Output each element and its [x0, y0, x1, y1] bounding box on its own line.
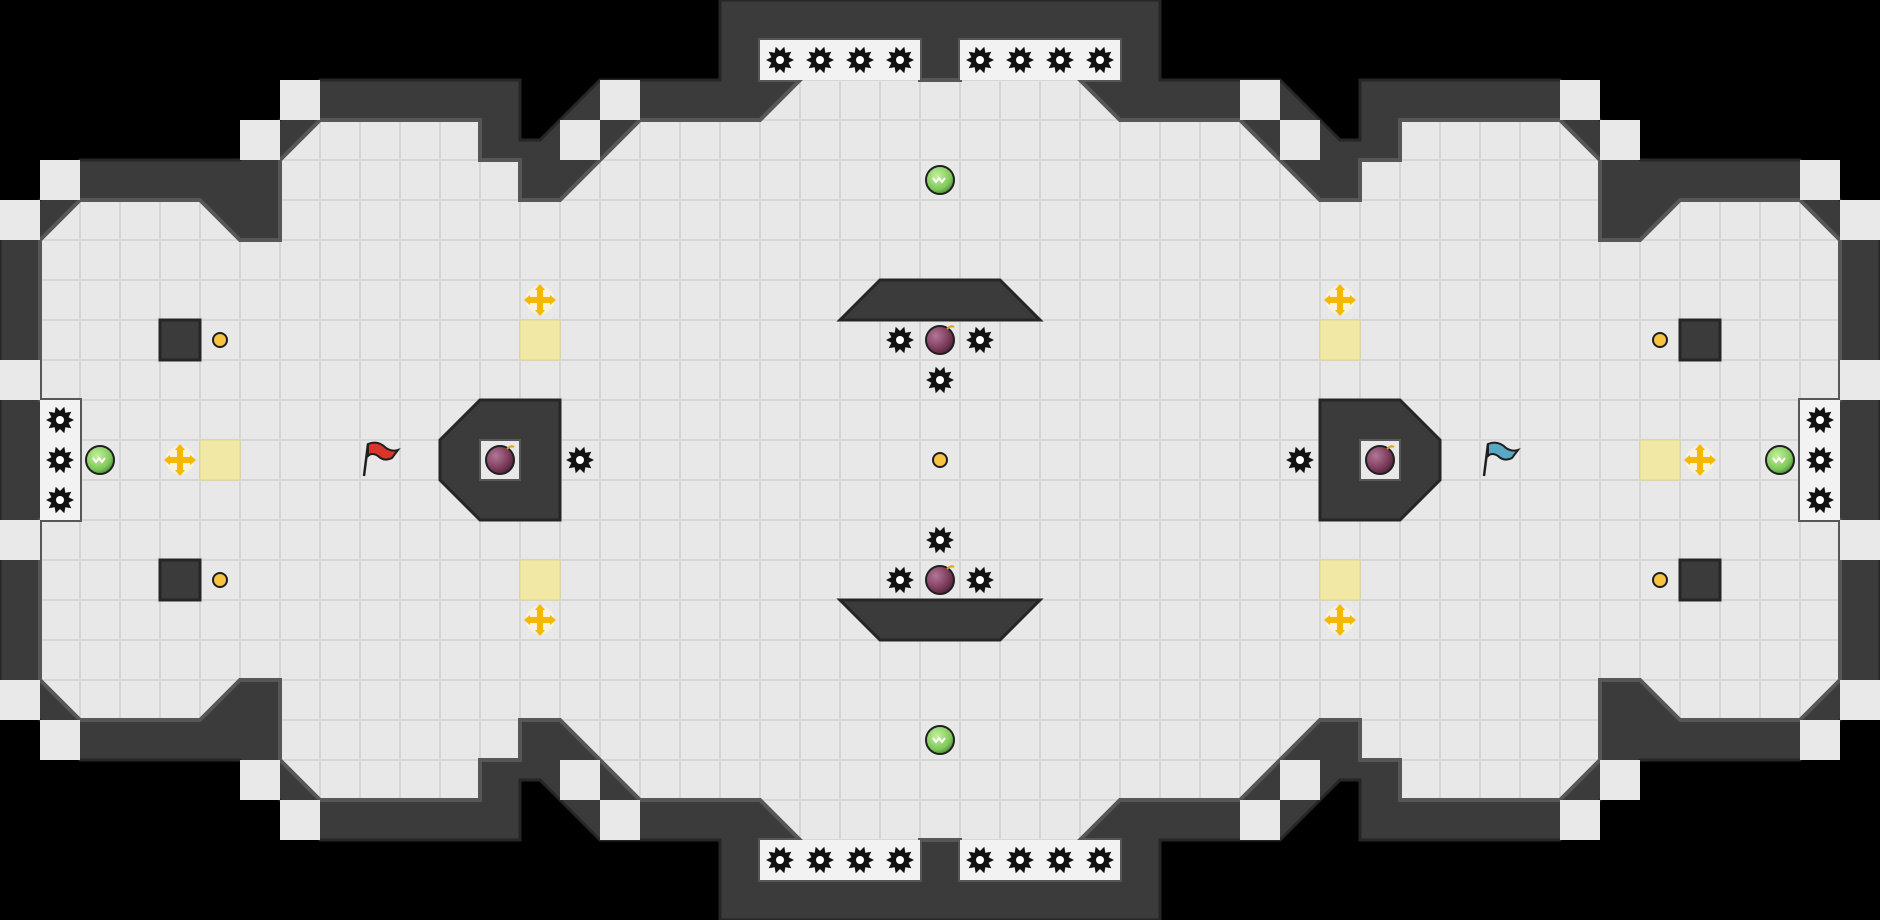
spike-mine-icon	[1046, 46, 1074, 74]
boost-token-icon	[1324, 604, 1356, 636]
spike-mine-icon	[886, 566, 914, 594]
spike-mine-icon	[966, 566, 994, 594]
spike-mine-icon	[966, 846, 994, 874]
spike-mine-icon	[1806, 406, 1834, 434]
green-powerup-icon	[1765, 445, 1795, 475]
pillar	[1678, 558, 1722, 602]
pillar	[1678, 318, 1722, 362]
spike-mine-icon	[886, 46, 914, 74]
spike-mine-icon	[1806, 446, 1834, 474]
spike-mine-icon	[766, 846, 794, 874]
green-powerup-icon	[85, 445, 115, 475]
bomb-icon	[925, 565, 955, 595]
spike-mine-icon	[1086, 46, 1114, 74]
green-powerup-icon	[925, 165, 955, 195]
boost-pad	[519, 319, 561, 361]
spike-mine-icon	[1006, 846, 1034, 874]
boost-token-icon	[1324, 284, 1356, 316]
spike-mine-icon	[966, 326, 994, 354]
center-bottom-barrier	[836, 598, 1044, 642]
spike-mine-icon	[766, 46, 794, 74]
center-top-barrier	[836, 278, 1044, 322]
boost-token-icon	[524, 284, 556, 316]
spike-mine-icon	[966, 46, 994, 74]
bomb-icon	[485, 445, 515, 475]
spike-mine-icon	[1046, 846, 1074, 874]
spike-mine-icon	[566, 446, 594, 474]
spike-mine-icon	[1006, 46, 1034, 74]
bomb-icon	[1365, 445, 1395, 475]
portal-dot-icon	[1652, 572, 1668, 588]
spike-mine-icon	[926, 526, 954, 554]
boost-pad	[519, 559, 561, 601]
spike-mine-icon	[1286, 446, 1314, 474]
spike-mine-icon	[926, 366, 954, 394]
boost-pad	[1319, 319, 1361, 361]
spike-mine-icon	[1086, 846, 1114, 874]
portal-dot-icon	[932, 452, 948, 468]
spike-mine-icon	[46, 406, 74, 434]
portal-dot-icon	[212, 332, 228, 348]
spike-mine-icon	[886, 326, 914, 354]
boost-pads	[199, 319, 1681, 601]
pillar	[158, 318, 202, 362]
spike-mine-icon	[806, 846, 834, 874]
spike-mine-icon	[46, 486, 74, 514]
spike-mine-icon	[46, 446, 74, 474]
blue-flag-icon	[1482, 441, 1521, 477]
spike-mine-icon	[886, 846, 914, 874]
spike-mine-icon	[846, 46, 874, 74]
outer-step-tiles	[0, 80, 1880, 840]
boost-pad	[1319, 559, 1361, 601]
red-flag-icon	[362, 441, 401, 477]
green-powerup-icon	[925, 725, 955, 755]
portal-dot-icon	[212, 572, 228, 588]
spike-mine-icon	[806, 46, 834, 74]
boost-pad	[199, 439, 241, 481]
boost-token-icon	[524, 604, 556, 636]
portal-dot-icon	[1652, 332, 1668, 348]
spike-mine-icon	[1806, 486, 1834, 514]
boost-token-icon	[164, 444, 196, 476]
bomb-icon	[925, 325, 955, 355]
spike-mine-icon	[846, 846, 874, 874]
pillar	[158, 558, 202, 602]
boost-token-icon	[1684, 444, 1716, 476]
boost-pad	[1639, 439, 1681, 481]
